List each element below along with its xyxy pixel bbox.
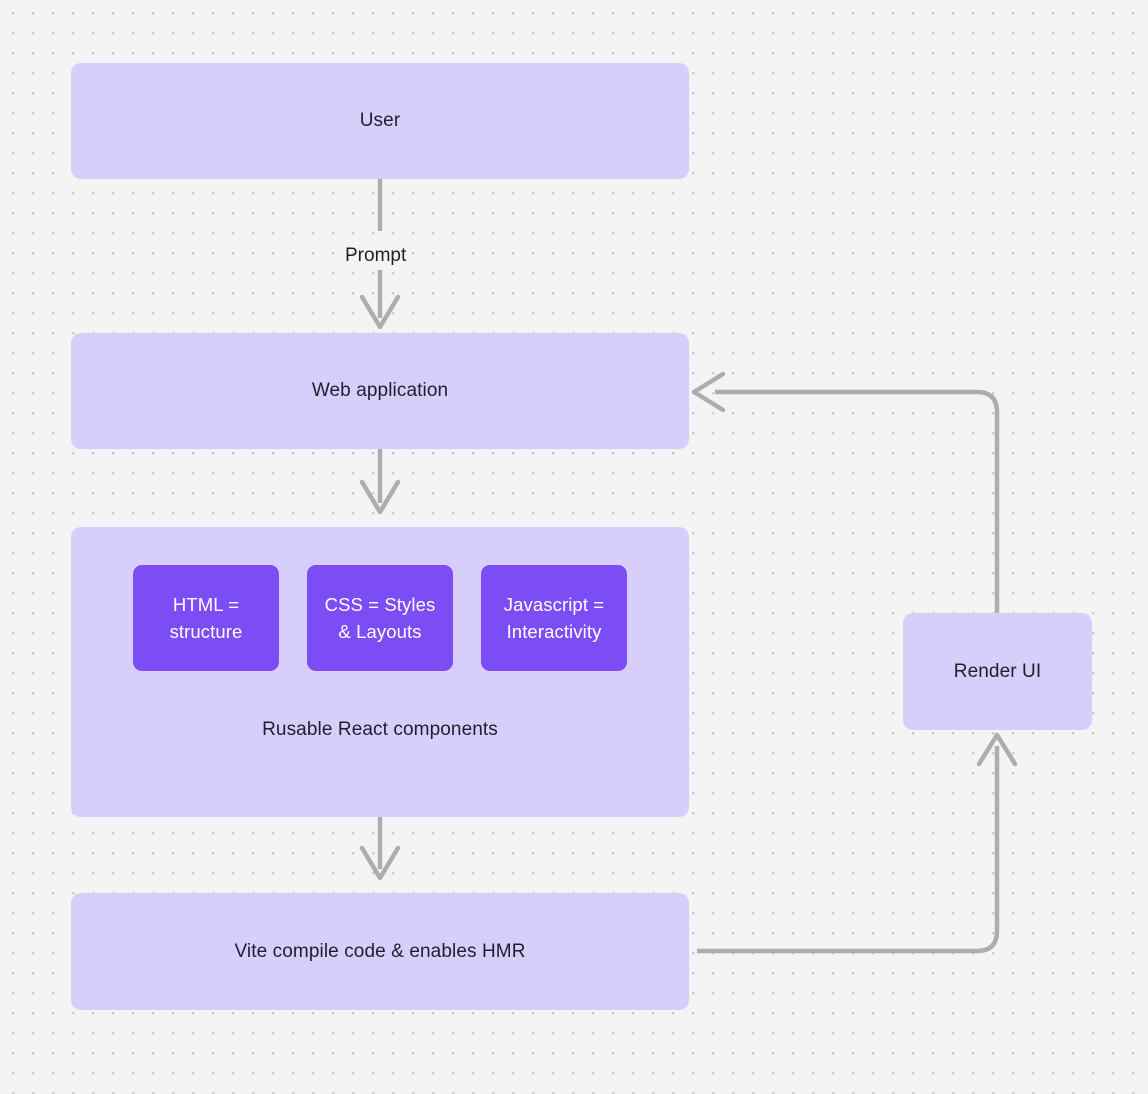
node-web-application-label: Web application [311,380,449,402]
edge-render-to-webapp-path [715,389,1000,613]
chip-javascript-label: Javascript = Interactivity [503,593,605,642]
node-user-label: User [359,110,401,132]
node-render-ui[interactable]: Render UI [903,613,1092,730]
node-render-ui-label: Render UI [953,660,1042,682]
edge-vite-to-render-path [697,746,1000,954]
edge-vite-to-render-arrowhead [976,732,1018,767]
chip-html-label: HTML = structure [169,593,243,642]
edge-react-to-vite-arrowhead [359,845,401,881]
node-react-components[interactable]: HTML = structure CSS = Styles & Layouts … [71,527,689,817]
node-user[interactable]: User [71,63,689,179]
chip-javascript[interactable]: Javascript = Interactivity [481,565,627,671]
chip-html[interactable]: HTML = structure [133,565,279,671]
node-vite-label: Vite compile code & enables HMR [234,940,526,962]
edge-render-to-webapp-arrowhead [691,371,726,413]
edge-label-prompt: Prompt [345,245,407,266]
chip-css-label: CSS = Styles & Layouts [324,593,436,642]
chip-row: HTML = structure CSS = Styles & Layouts … [71,565,689,671]
node-react-components-label: Rusable React components [262,719,498,740]
node-vite[interactable]: Vite compile code & enables HMR [71,893,689,1010]
chip-css[interactable]: CSS = Styles & Layouts [307,565,453,671]
edge-webapp-to-react-arrowhead [359,479,401,515]
node-web-application[interactable]: Web application [71,333,689,449]
edge-user-to-webapp-arrowhead [359,294,401,330]
